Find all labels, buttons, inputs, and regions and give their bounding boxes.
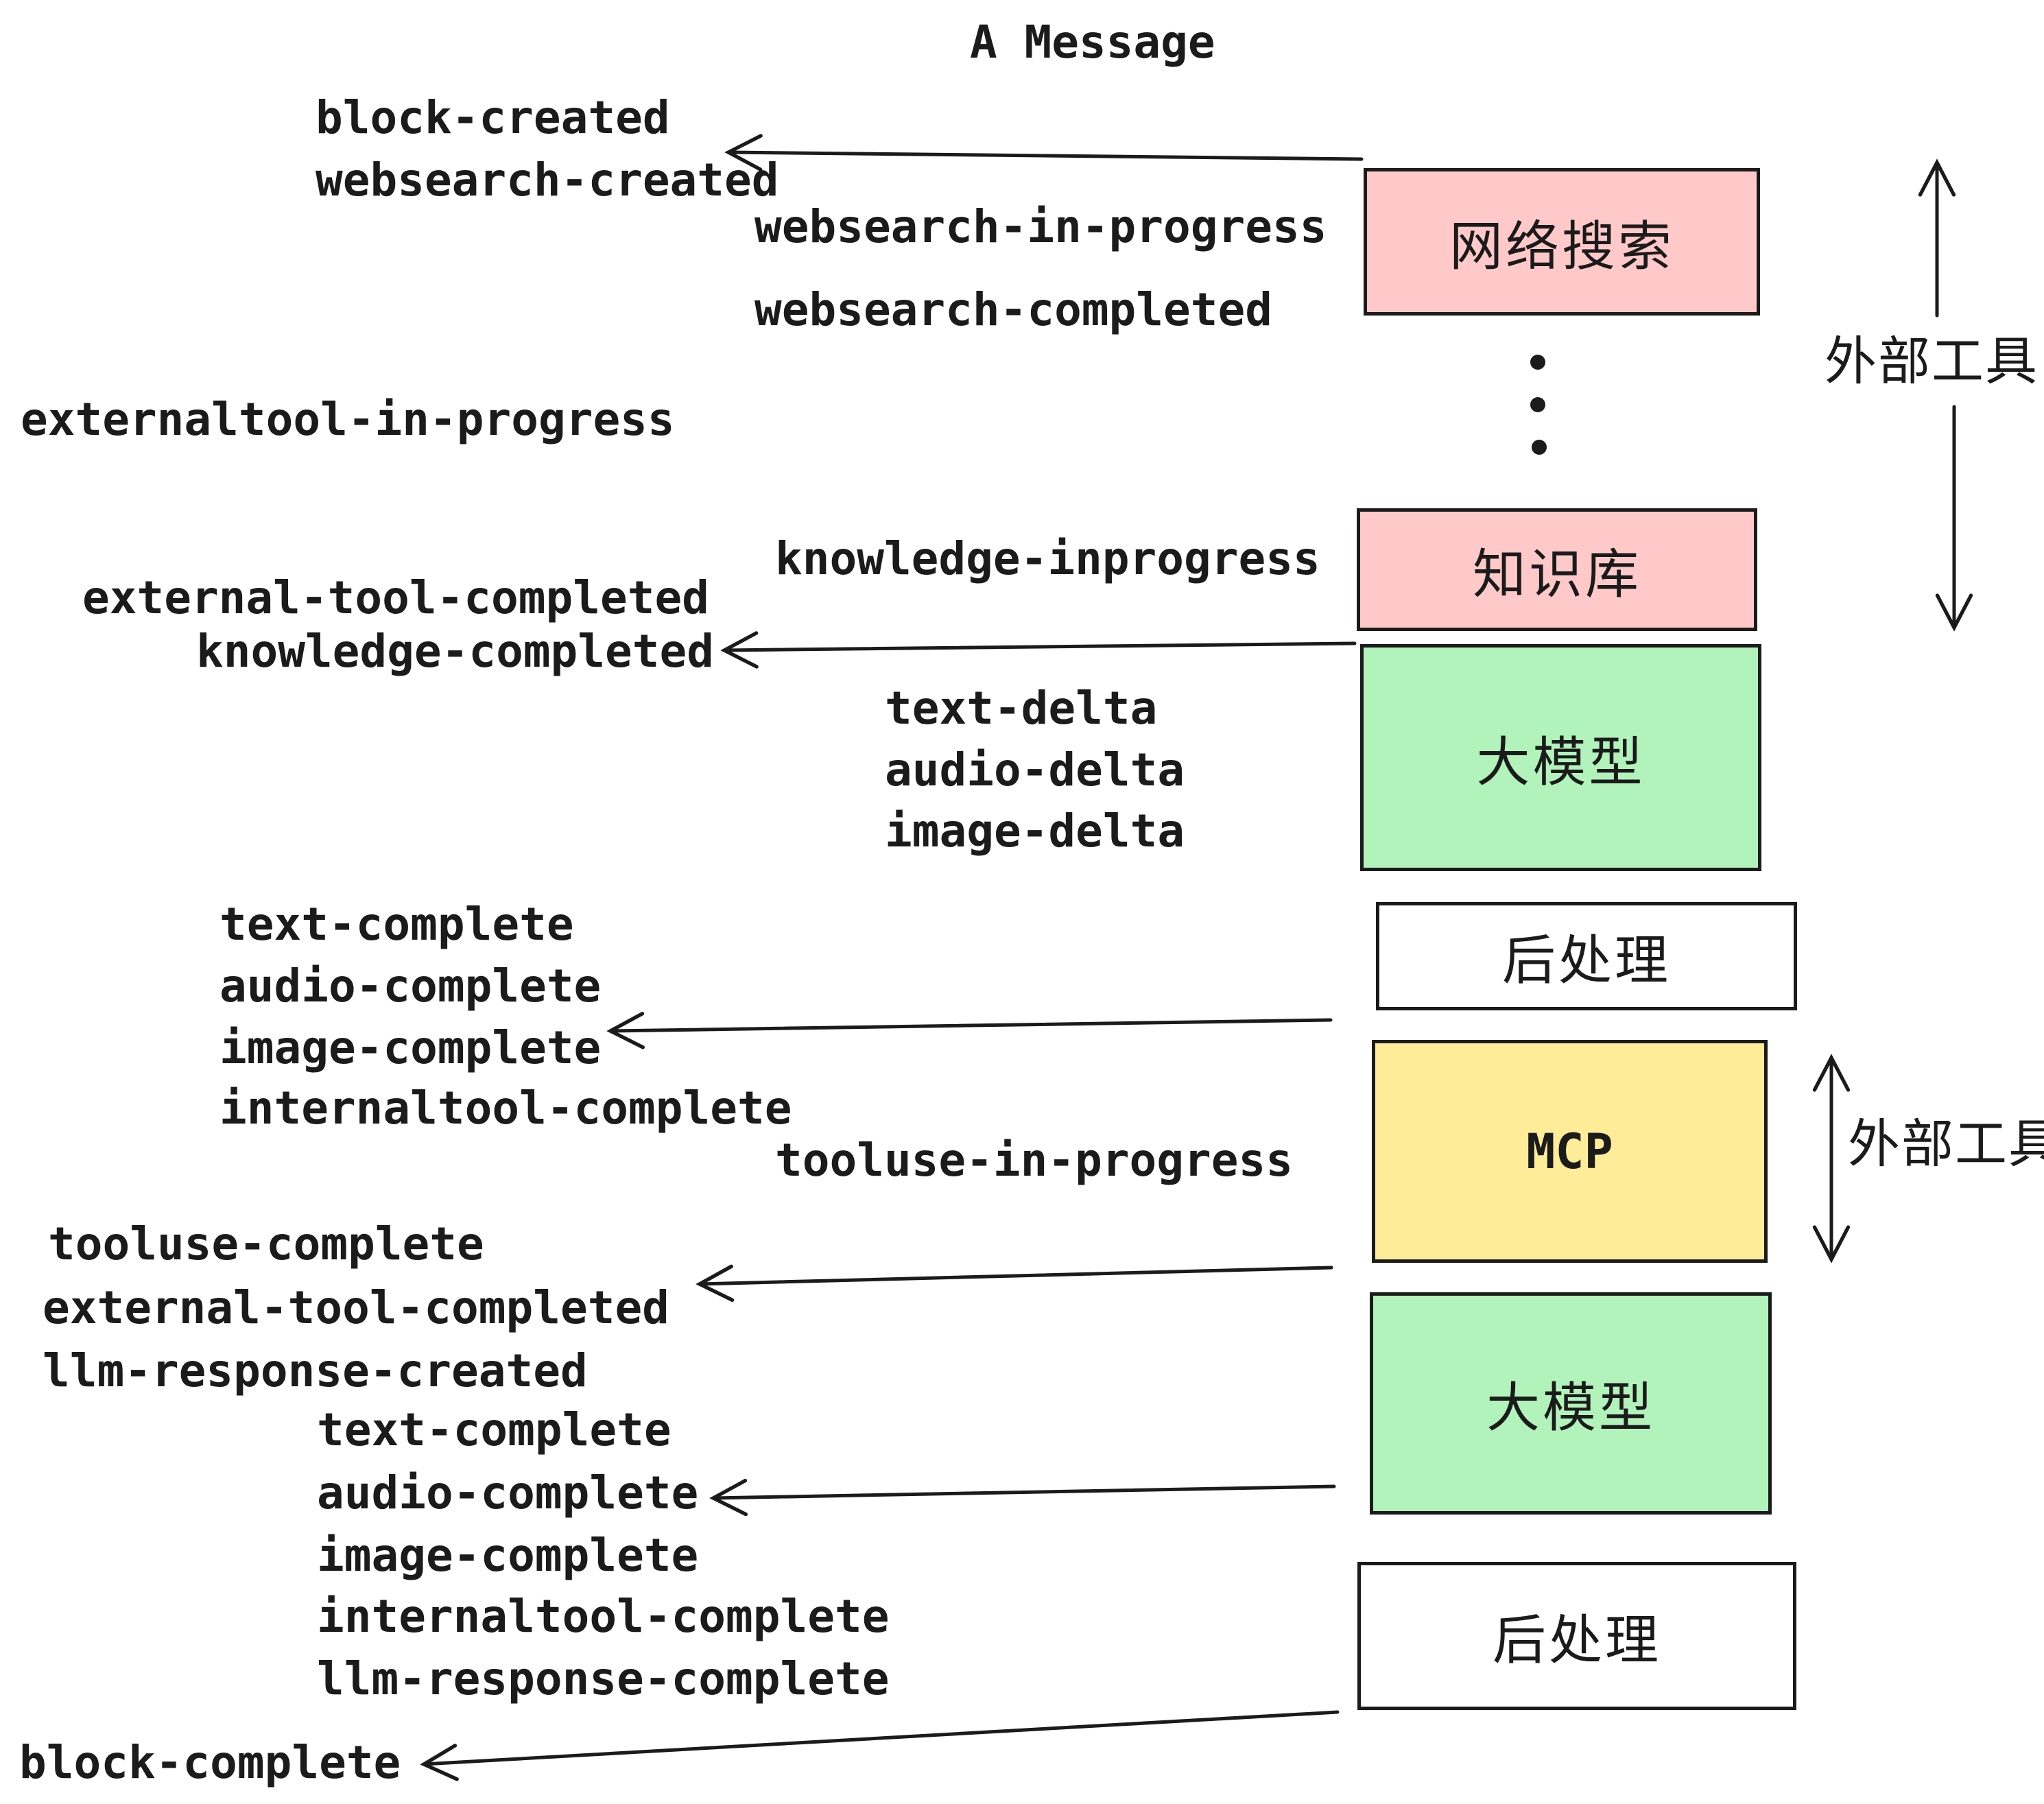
event-internaltool-complete: internaltool-complete	[219, 1082, 792, 1135]
diagram-title: A Message	[970, 16, 1215, 69]
box-mcp-label: MCP	[1526, 1123, 1613, 1180]
arrow-to-audio-complete	[709, 1478, 1336, 1517]
external-tools-label-2: 外部工具	[1848, 1113, 2044, 1174]
box-postprocess-1-label: 后处理	[1501, 930, 1671, 992]
box-llm-1: 大模型	[1360, 644, 1761, 871]
event-websearch-in-progress: websearch-in-progress	[754, 200, 1327, 253]
box-websearch-label: 网络搜索	[1449, 215, 1674, 278]
box-websearch: 网络搜索	[1364, 168, 1760, 316]
event-tooluse-in-progress: tooluse-in-progress	[775, 1134, 1293, 1187]
arrow-to-websearch-created	[724, 134, 1364, 171]
arrow-to-block-complete	[420, 1710, 1340, 1781]
arrow-to-tooluse-complete-group	[696, 1264, 1333, 1302]
event-websearch-created: websearch-created	[316, 154, 779, 206]
event-tooluse-complete: tooluse-complete	[48, 1218, 484, 1270]
box-knowledge: 知识库	[1357, 508, 1757, 631]
event-websearch-completed: websearch-completed	[754, 283, 1272, 336]
ellipsis-dot	[1530, 355, 1545, 370]
event-text-complete: text-complete	[219, 898, 574, 951]
ellipsis-dot	[1530, 397, 1545, 412]
event-externaltool-in-progress: externaltool-in-progress	[21, 393, 675, 446]
box-llm-1-label: 大模型	[1476, 731, 1645, 794]
box-llm-2: 大模型	[1370, 1292, 1772, 1515]
event-knowledge-completed: knowledge-completed	[196, 625, 714, 678]
event-llm-response-created: llm-response-created	[43, 1344, 588, 1397]
arrow-to-image-complete	[606, 1012, 1333, 1049]
event-external-tool-completed: external-tool-completed	[82, 571, 709, 624]
event-knowledge-inprogress: knowledge-inprogress	[775, 532, 1320, 585]
box-mcp: MCP	[1372, 1040, 1768, 1263]
box-postprocess-2-label: 后处理	[1492, 1610, 1661, 1672]
event-block-created: block-created	[316, 91, 670, 144]
event-internaltool-complete-2: internaltool-complete	[317, 1590, 890, 1643]
arrow-to-knowledge-completed	[720, 631, 1357, 669]
box-postprocess-2: 后处理	[1357, 1562, 1796, 1710]
event-external-tool-completed-2: external-tool-completed	[43, 1281, 669, 1334]
event-block-complete: block-complete	[19, 1736, 401, 1789]
box-knowledge-label: 知识库	[1472, 543, 1641, 606]
event-llm-response-complete: llm-response-complete	[317, 1652, 890, 1705]
ellipsis-dot	[1532, 440, 1547, 455]
box-llm-2-label: 大模型	[1486, 1377, 1655, 1439]
box-postprocess-1: 后处理	[1376, 902, 1797, 1010]
event-image-complete: image-complete	[219, 1021, 602, 1074]
event-text-complete-2: text-complete	[317, 1403, 672, 1456]
event-audio-complete-2: audio-complete	[317, 1467, 699, 1519]
event-image-delta: image-delta	[885, 805, 1185, 857]
event-audio-delta: audio-delta	[885, 744, 1185, 796]
external-tools-label-1: 外部工具	[1825, 331, 2039, 392]
event-audio-complete: audio-complete	[219, 960, 602, 1012]
event-image-complete-2: image-complete	[317, 1529, 699, 1582]
event-text-delta: text-delta	[885, 682, 1158, 735]
